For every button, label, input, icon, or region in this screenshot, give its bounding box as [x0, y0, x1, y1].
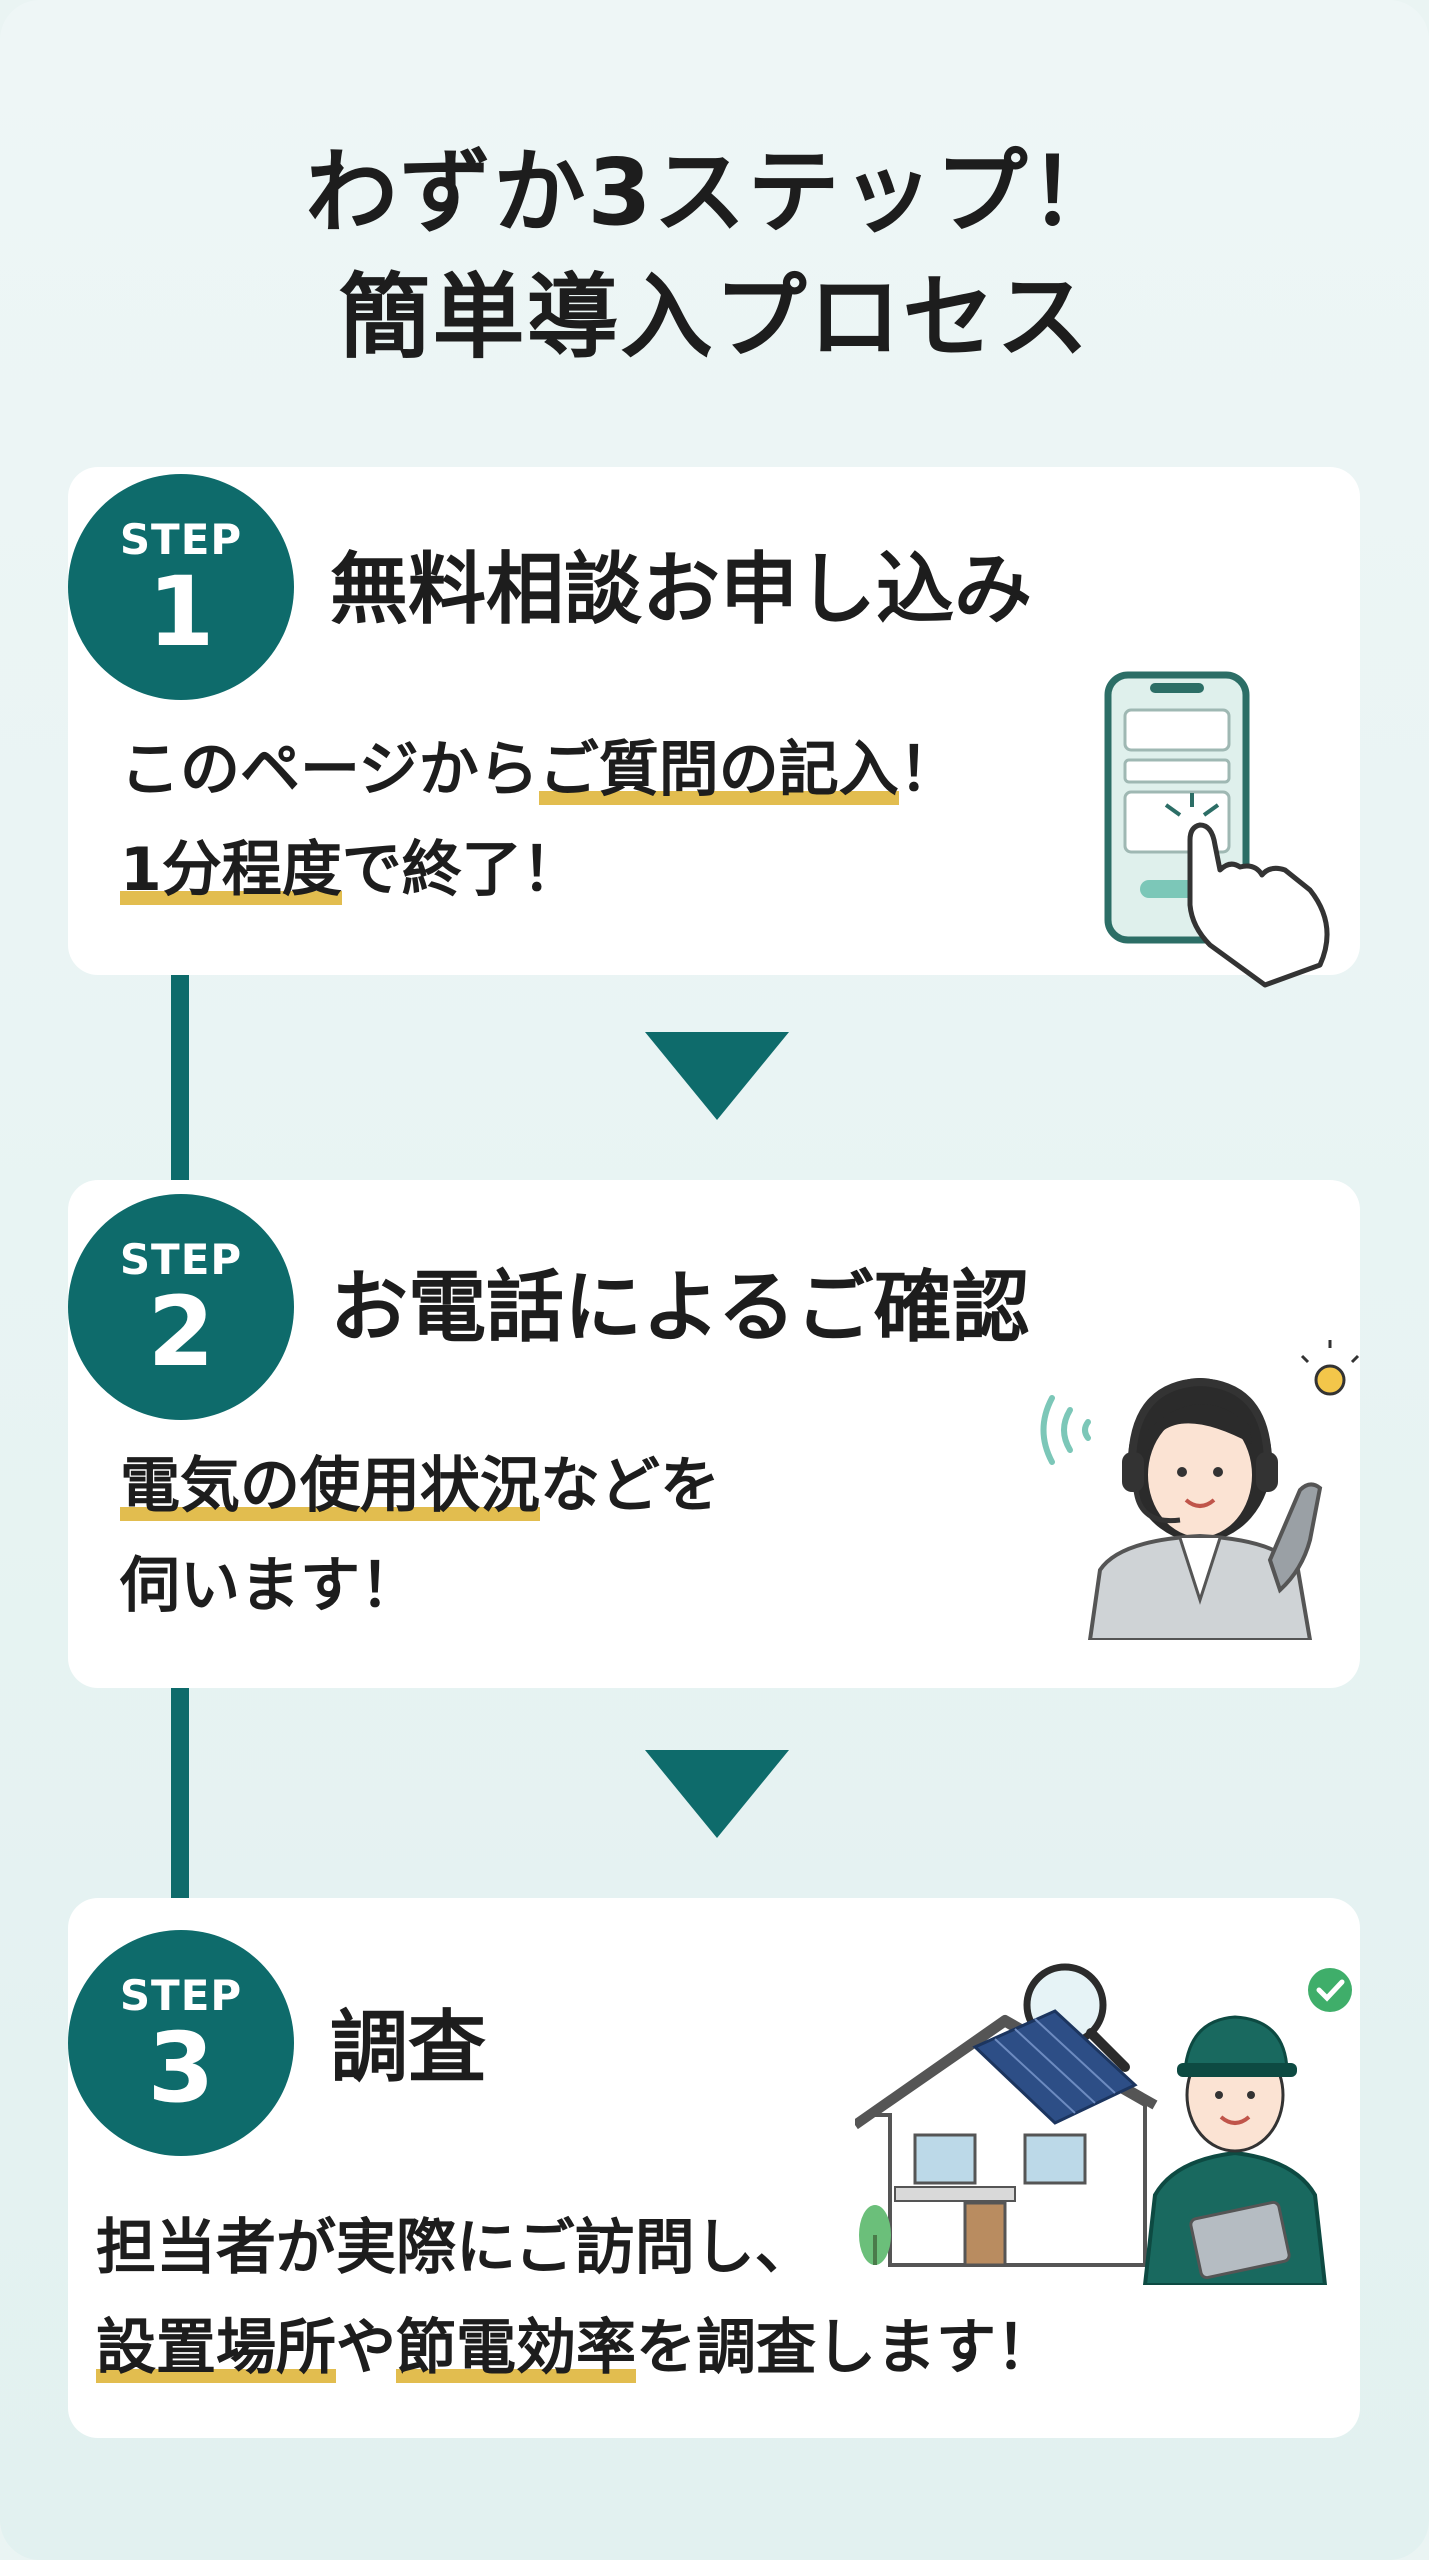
- step-body-line: 設置場所や節電効率を調査します！: [96, 2298, 1056, 2398]
- page-title: わずか3ステップ！ 簡単導入プロセス: [0, 130, 1429, 380]
- step-title-3: 調査: [330, 2003, 487, 2093]
- operator-headset-icon: [1040, 1340, 1360, 1640]
- step-arrow-down: [645, 1750, 789, 1838]
- text-segment: このページから: [120, 735, 539, 805]
- step-title-2: お電話によるご確認: [330, 1263, 1030, 1353]
- step-body-2: 電気の使用状況などを 伺います！: [120, 1436, 720, 1636]
- step-body-line: 担当者が実際にご訪問し、: [96, 2198, 1056, 2298]
- step-badge-number: 1: [147, 556, 215, 668]
- step-badge-label: STEP: [119, 1235, 243, 1284]
- step-connector-line: [171, 1685, 189, 1935]
- highlighted-text: 設置場所: [96, 2313, 336, 2383]
- text-segment: を調査します！: [636, 2313, 1056, 2383]
- step-connector-line: [171, 970, 189, 1220]
- step-badge-3: STEP 3: [68, 1930, 294, 2156]
- step-body-1: このページからご質問の記入！ 1分程度で終了！: [120, 720, 959, 920]
- text-segment: 担当者が実際にご訪問し、: [96, 2213, 815, 2283]
- house-inspector-icon: [855, 1963, 1352, 2285]
- title-line-1: わずか3ステップ！: [305, 139, 1124, 246]
- step-badge-label: STEP: [119, 1971, 243, 2020]
- step-body-line: 1分程度で終了！: [120, 820, 959, 920]
- step-body-line: 電気の使用状況などを: [120, 1436, 720, 1536]
- step-badge-number: 3: [147, 2012, 215, 2124]
- text-segment: ！: [898, 735, 959, 805]
- step-title-1: 無料相談お申し込み: [330, 545, 1033, 635]
- step-body-3: 担当者が実際にご訪問し、 設置場所や節電効率を調査します！: [96, 2198, 1056, 2398]
- smartphone-hand-icon: [1104, 671, 1330, 988]
- text-segment: などを: [540, 1451, 720, 1521]
- text-segment: 伺います！: [120, 1551, 420, 1621]
- highlighted-text: 1分程度: [120, 835, 342, 905]
- text-segment: や: [336, 2313, 396, 2383]
- highlighted-text: 電気の使用状況: [120, 1451, 540, 1521]
- highlighted-text: ご質問の記入: [538, 735, 899, 805]
- step-body-line: このページからご質問の記入！: [120, 720, 959, 820]
- title-line-2: 簡単導入プロセス: [338, 264, 1091, 371]
- step-badge-2: STEP 2: [68, 1194, 294, 1420]
- step-badge-label: STEP: [119, 515, 243, 564]
- step-arrow-down: [645, 1032, 789, 1120]
- step-badge-1: STEP 1: [68, 474, 294, 700]
- highlighted-text: 節電効率: [396, 2313, 636, 2383]
- step-badge-number: 2: [147, 1276, 215, 1388]
- text-segment: で終了！: [341, 835, 582, 905]
- step-body-line: 伺います！: [120, 1536, 720, 1636]
